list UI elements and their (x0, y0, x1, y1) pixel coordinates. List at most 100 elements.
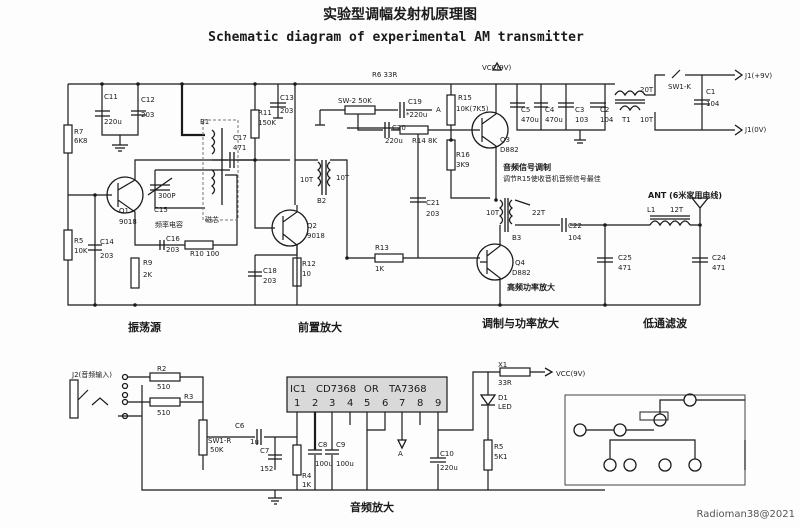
ic-alt: TA7368 (388, 384, 427, 395)
label-c13-value: 203 (280, 107, 293, 115)
label-r2: R2 (157, 365, 166, 373)
ic-pin: 6 (382, 398, 388, 409)
ic1-chip (286, 376, 448, 413)
label-mod-title: 音频信号调制 (503, 162, 551, 172)
watermark: Radioman38@2021 (697, 509, 795, 520)
label-mod-note: 调节R15使收音机音频信号最佳 (503, 174, 601, 183)
label-c9: C9 (336, 441, 345, 449)
label-c3-value: 103 (575, 116, 588, 124)
label-c15-value: 300P (158, 192, 176, 200)
label-r14: R14 8K (412, 137, 437, 145)
label-q2-value: 9018 (307, 232, 325, 240)
label-t1-primary: 20T (640, 86, 654, 94)
label-c25-value: 471 (618, 264, 631, 272)
label-c11-value: 220u (104, 118, 122, 126)
title-cn: 实验型调幅发射机原理图 (323, 6, 477, 23)
label-r7: R7 (74, 128, 83, 136)
label-d1: D1 (498, 394, 508, 402)
top-wiring (63, 61, 744, 306)
label-r13-value: 1K (375, 265, 384, 273)
label-c6-value: 1u (250, 438, 259, 446)
label-antenna: ANT (6米家用电线) (648, 190, 722, 200)
ic-pin: 4 (347, 398, 353, 409)
label-l1: L1 (647, 206, 655, 214)
label-c22-value: 104 (568, 234, 582, 242)
label-c5-value: 470u (521, 116, 539, 124)
label-c14-value: 203 (100, 252, 113, 260)
label-q3: Q3 (500, 136, 510, 144)
label-c17-value: 471 (233, 144, 246, 152)
section-audio-amp: 音频放大 (350, 500, 394, 514)
ic-pin: 3 (329, 398, 335, 409)
label-c8-value: 100u (315, 460, 333, 468)
label-b3-primary: 10T (486, 209, 500, 217)
label-q1-value: 9018 (119, 218, 137, 226)
label-x1: X1 (498, 361, 507, 369)
label-c21-value: 203 (426, 210, 439, 218)
label-a-top: A (436, 106, 441, 114)
ic-pin: 9 (435, 398, 441, 409)
section-oscillator: 振荡源 (128, 320, 161, 334)
label-r5: R5 (74, 237, 83, 245)
label-r7-value: 6K8 (74, 137, 88, 145)
label-c14: C14 (100, 238, 114, 246)
label-c19-value: *220u (406, 111, 427, 119)
label-x1-value: 33R (498, 379, 512, 387)
label-sw2: SW-2 50K (338, 97, 372, 105)
label-c25: C25 (618, 254, 632, 262)
bottom-labels: J2(音频输入) R2 510 R3 510 SW1-R 50K C6 1u C… (71, 361, 586, 489)
label-q4-value: D882 (512, 269, 531, 277)
label-core: 磁芯 (205, 215, 219, 224)
label-c4: C4 (545, 106, 555, 114)
label-sw1k: SW1-K (668, 83, 691, 91)
label-r6: R6 33R (372, 71, 397, 79)
label-r10: R10 100 (190, 250, 219, 258)
label-c15: C15 (154, 206, 168, 214)
label-q3-value: D882 (500, 146, 519, 154)
label-c19: C19 (408, 98, 422, 106)
label-q4-desc: 高频功率放大 (507, 282, 555, 292)
label-c3: C3 (575, 106, 584, 114)
label-c4-value: 470u (545, 116, 563, 124)
label-c6: C6 (235, 422, 245, 430)
label-c7: C7 (260, 447, 269, 455)
label-c1-value: 104 (706, 100, 720, 108)
label-vcc-top: VCC(9V) (482, 64, 512, 72)
label-c15-desc: 频率电容 (155, 220, 183, 229)
label-r15-value: 10K(7K5) (456, 105, 489, 113)
label-sw1r: SW1-R (208, 437, 231, 445)
label-c21: C21 (426, 199, 440, 207)
label-r4: R4 (302, 472, 312, 480)
label-c17: C17 (233, 134, 247, 142)
label-r3: R3 (184, 393, 193, 401)
label-c2-value: 104 (600, 116, 614, 124)
label-r15: R15 (458, 94, 472, 102)
label-j1-zero: J1(0V) (744, 126, 766, 134)
label-b2-secondary: 10T (336, 174, 350, 182)
label-c8: C8 (318, 441, 327, 449)
label-r11-value: 150K (258, 119, 276, 127)
label-a-bottom: A (398, 450, 403, 458)
ic1-labels: IC1 CD7368 OR TA7368 1 2 3 4 5 6 7 8 9 (290, 384, 441, 409)
label-r13: R13 (375, 244, 389, 252)
label-c22: C22 (568, 222, 582, 230)
label-r2-value: 510 (157, 383, 170, 391)
label-q1: Q1 (119, 207, 129, 215)
ic-pin: 8 (417, 398, 423, 409)
ic-name: IC1 (290, 384, 306, 395)
label-c5: C5 (521, 106, 530, 114)
label-c18-value: 203 (263, 277, 276, 285)
ic-pin: 7 (399, 398, 405, 409)
label-c12: C12 (141, 96, 155, 104)
label-r11: R11 (258, 109, 272, 117)
label-l1-value: 12T (670, 206, 684, 214)
label-b2-primary: 10T (300, 176, 314, 184)
label-b1: B1 (200, 118, 209, 126)
label-c24-value: 471 (712, 264, 725, 272)
label-b2: B2 (317, 197, 326, 205)
label-b3: B3 (512, 234, 521, 242)
label-c20-value: 220u (385, 137, 403, 145)
label-c16: C16 (166, 235, 180, 243)
label-c2: C2 (600, 106, 609, 114)
